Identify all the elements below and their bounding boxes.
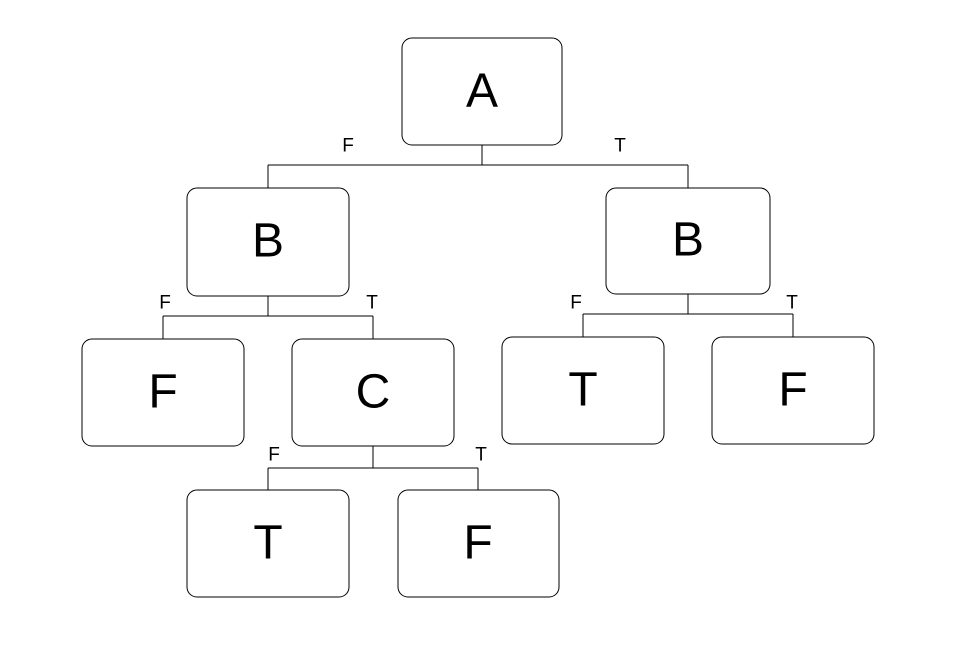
connector-c [267, 446, 479, 490]
node-leaf-br-f: T [501, 336, 665, 445]
edge-label-b-right-true: T [786, 293, 798, 314]
node-leaf-bl-f: F [81, 338, 245, 447]
node-leaf-br-t: F [711, 336, 875, 445]
edge-label-root-true: T [614, 136, 626, 157]
node-c-label: C [356, 366, 391, 419]
node-leaf-br-f-label: T [568, 364, 597, 417]
edge-label-c-true: T [475, 445, 487, 466]
node-leaf-bl-f-label: F [148, 366, 177, 419]
node-leaf-c-t-label: F [463, 517, 492, 570]
node-c: C [291, 338, 455, 447]
connector-b-left [162, 296, 374, 339]
node-root: A [401, 37, 563, 146]
node-leaf-c-f-label: T [253, 517, 282, 570]
connectors [162, 145, 794, 490]
edge-label-b-left-true: T [366, 293, 378, 314]
node-leaf-c-f: T [186, 489, 350, 598]
node-b-left: B [186, 187, 350, 297]
edge-label-b-right-false: F [570, 293, 582, 314]
node-b-right-label: B [672, 214, 704, 267]
edge-labels: F T F T F T F T [159, 136, 798, 466]
edge-label-root-false: F [342, 136, 354, 157]
edge-label-c-false: F [268, 445, 280, 466]
connector-b-right [582, 294, 794, 337]
node-b-left-label: B [252, 215, 284, 268]
connector-root [267, 145, 689, 188]
node-leaf-c-t: F [397, 489, 560, 598]
node-root-label: A [466, 65, 498, 118]
node-b-right: B [605, 187, 771, 295]
edge-label-b-left-false: F [159, 293, 171, 314]
node-leaf-br-t-label: F [778, 364, 807, 417]
